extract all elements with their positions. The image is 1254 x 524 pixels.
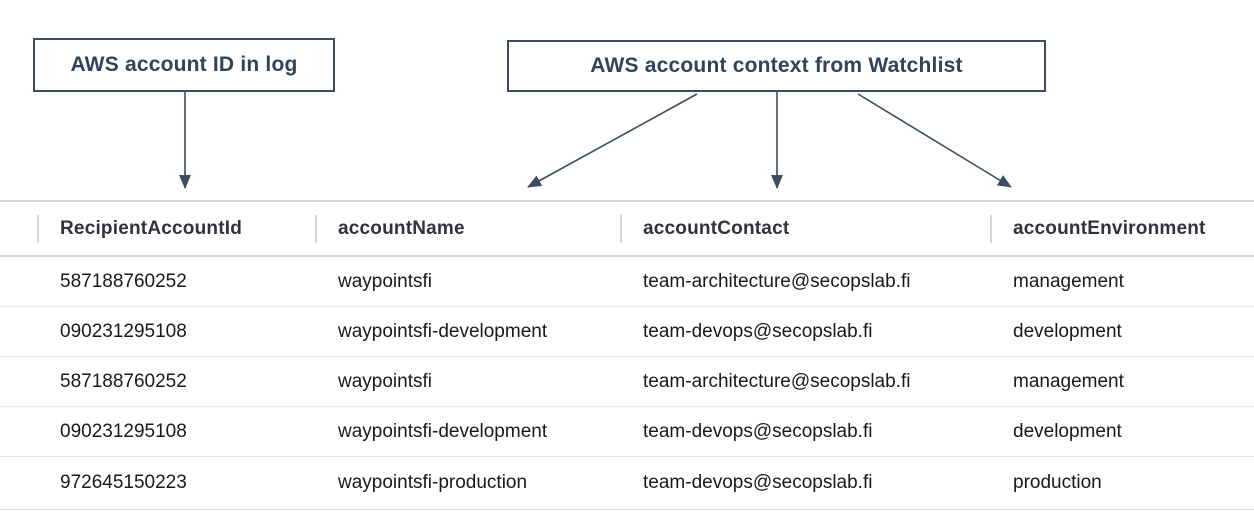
table-row: 587188760252 waypointsfi team-architecture…: [0, 357, 1254, 407]
table-cell: team-devops@secopslab.fi: [643, 420, 873, 442]
callout-aws-account-context-from-watchlist: AWS account context from Watchlist: [507, 40, 1046, 92]
table-row: 090231295108 waypointsfi-development team-…: [0, 307, 1254, 357]
table-row: 972645150223 waypointsfi-production team-d…: [0, 457, 1254, 510]
table-cell: waypointsfi-production: [338, 472, 528, 493]
table-cell: team-devops@secopslab.fi: [643, 320, 873, 342]
table-cell: 587188760252: [60, 370, 187, 392]
table-cell: waypointsfi-development: [338, 420, 548, 442]
watchlist-results-table: RecipientAccountId accountName accountCo…: [0, 200, 1254, 510]
table-cell: team-devops@secopslab.fi: [643, 472, 873, 493]
callout-watchlist-label: AWS account context from Watchlist: [590, 54, 963, 77]
arrow-watchlist-to-accountenvironment: [857, 93, 1012, 188]
callout-log-label: AWS account ID in log: [70, 53, 298, 76]
table-cell: team-architecture@secopslab.fi: [643, 370, 911, 392]
table-cell: waypointsfi: [338, 270, 432, 292]
table-cell: waypointsfi-development: [338, 320, 548, 342]
table-cell: management: [1013, 270, 1124, 292]
column-header-recipientaccountid: RecipientAccountId: [37, 202, 315, 255]
table-cell: waypointsfi: [338, 370, 432, 392]
column-header-accountname: accountName: [315, 202, 620, 255]
table-cell: development: [1013, 420, 1122, 442]
table-body: 587188760252 waypointsfi team-architecture…: [0, 257, 1254, 510]
table-cell: 090231295108: [60, 420, 187, 442]
table-row: 090231295108 waypointsfi-development team-…: [0, 407, 1254, 457]
table-cell: development: [1013, 320, 1122, 342]
table-cell: 090231295108: [60, 320, 187, 342]
arrow-watchlist-to-accountname: [527, 93, 698, 188]
callout-aws-account-id-in-log: AWS account ID in log: [33, 38, 335, 92]
table-header-row: RecipientAccountId accountName accountCo…: [0, 200, 1254, 257]
column-header-accountenvironment: accountEnvironment: [990, 202, 1254, 255]
table-cell: production: [1013, 472, 1102, 493]
table-cell: 972645150223: [60, 472, 187, 493]
table-cell: team-architecture@secopslab.fi: [643, 270, 911, 292]
table-row: 587188760252 waypointsfi team-architecture…: [0, 257, 1254, 307]
table-cell: 587188760252: [60, 270, 187, 292]
column-header-accountcontact: accountContact: [620, 202, 990, 255]
table-cell: management: [1013, 370, 1124, 392]
